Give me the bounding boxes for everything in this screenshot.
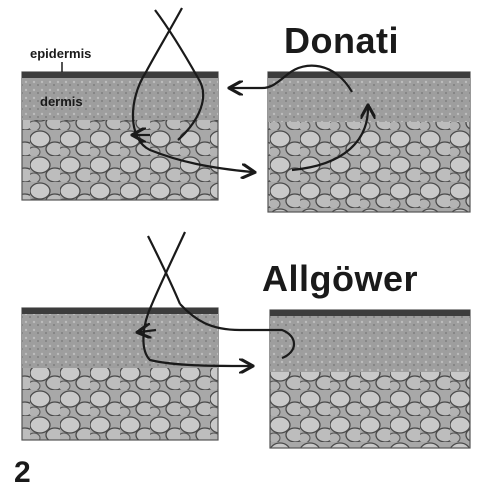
allgower-right-skin-block xyxy=(270,310,470,448)
donati-title: Donati xyxy=(284,20,399,62)
allgower-title: Allgöwer xyxy=(262,258,418,300)
dermis-label: dermis xyxy=(40,94,83,109)
figure-number: 2 xyxy=(14,456,31,490)
donati-right-skin-block xyxy=(268,72,470,212)
donati-left-skin-block xyxy=(22,72,218,200)
allgower-left-skin-block xyxy=(22,308,218,440)
epidermis-label: epidermis xyxy=(30,46,91,61)
